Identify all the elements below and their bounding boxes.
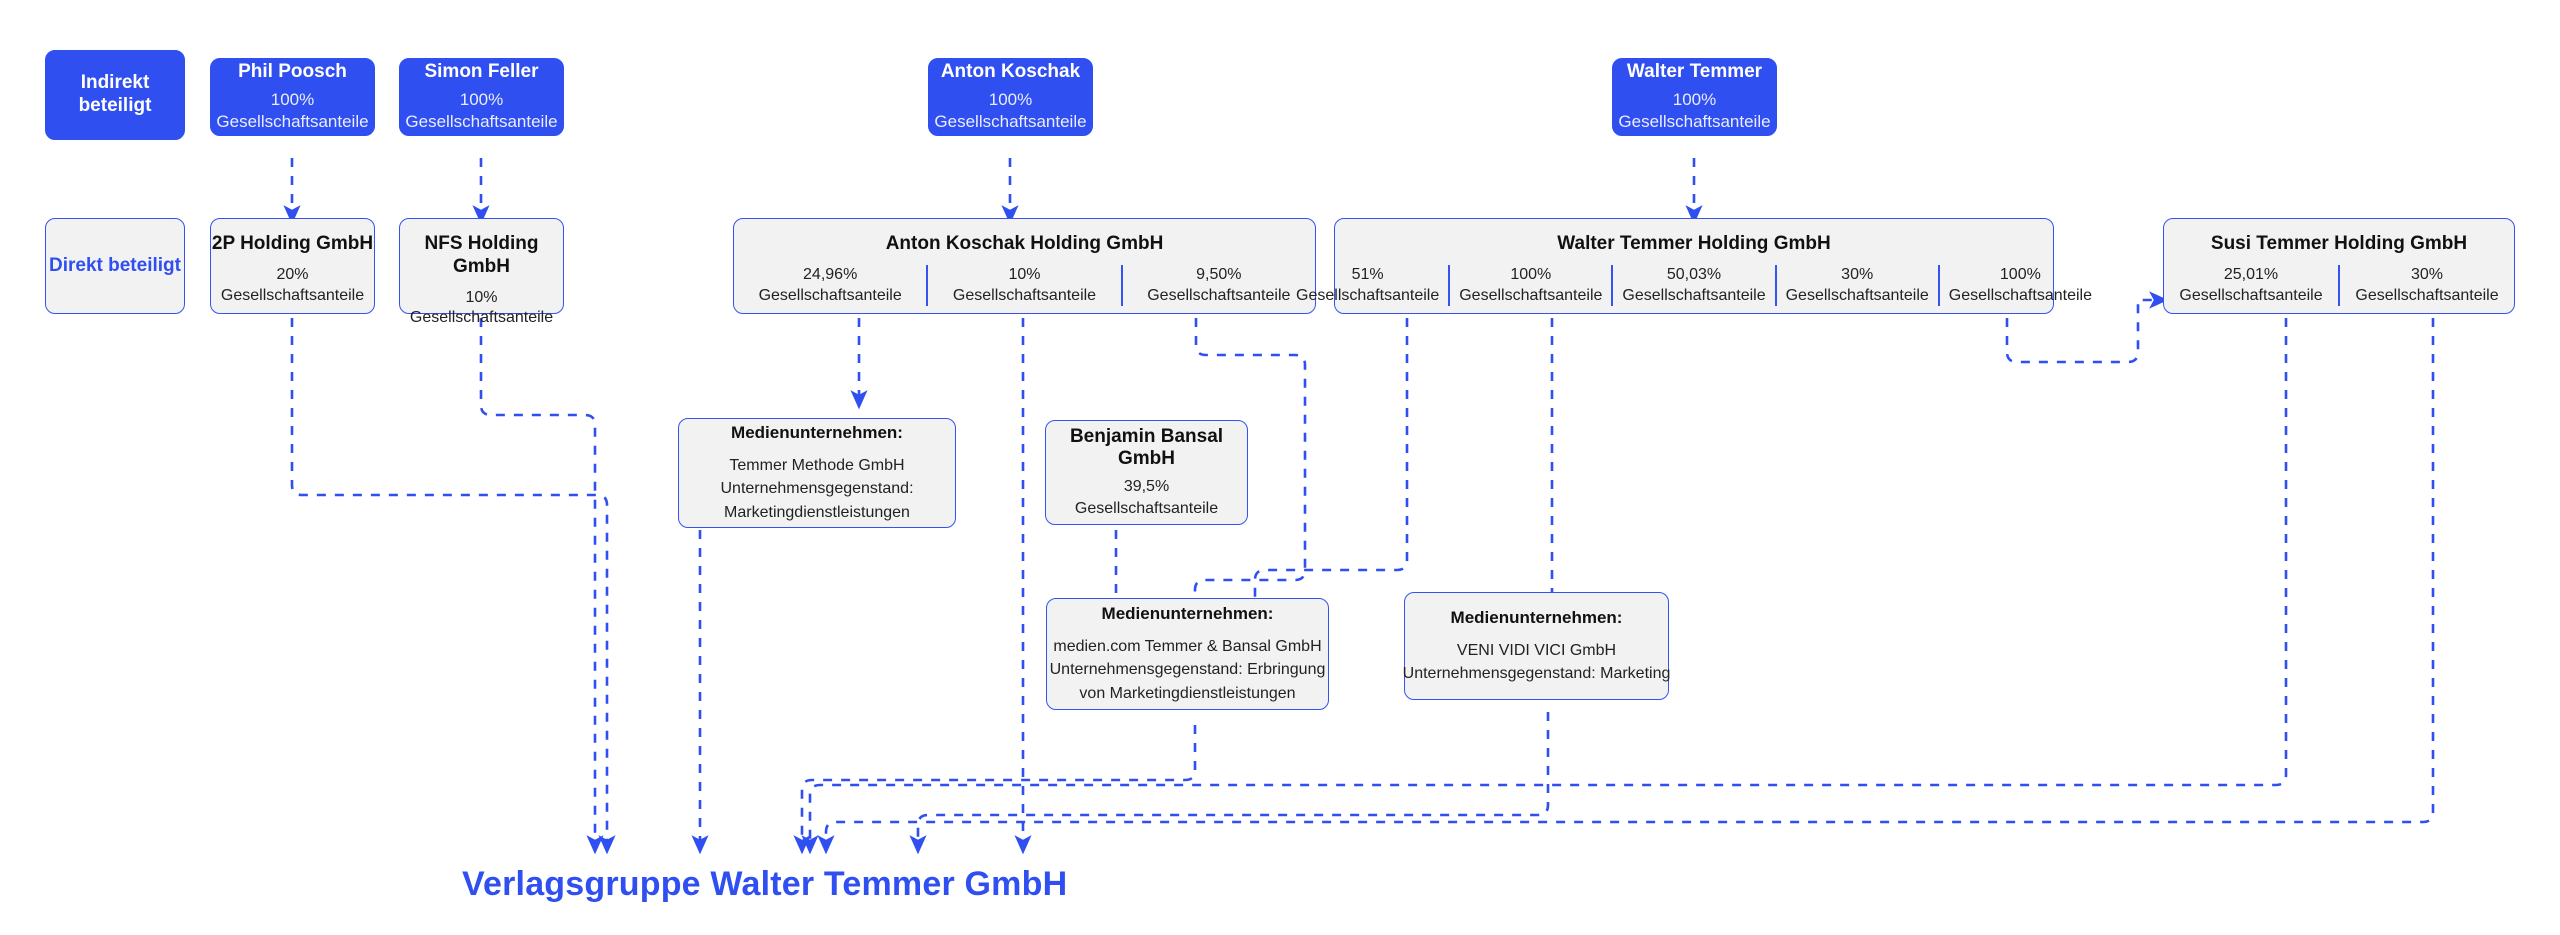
- company-name: Benjamin Bansal GmbH: [1069, 425, 1224, 470]
- person-name: Phil Poosch: [238, 60, 347, 82]
- person-box-anton-koschak[interactable]: Anton Koschak 100% Gesellschaftsanteile: [928, 58, 1093, 136]
- segment-percent: 20%: [276, 265, 309, 283]
- holding-box-susi-temmer-holding[interactable]: Susi Temmer Holding GmbH 25,01% Gesellsc…: [2163, 218, 2515, 314]
- holding-name: Walter Temmer Holding GmbH: [1557, 233, 1831, 254]
- segment-percent: 9,50%: [1196, 265, 1242, 283]
- person-share-label: Gesellschaftsanteile: [216, 112, 369, 132]
- segment-percent: 30%: [1841, 265, 1874, 283]
- segment-label: Gesellschaftsanteile: [2179, 286, 2323, 304]
- segment-label: Gesellschaftsanteile: [952, 286, 1097, 304]
- media-line: Marketingdienstleistungen: [724, 503, 910, 521]
- media-line: Unternehmensgegenstand:: [720, 480, 914, 498]
- holding-segment: 50,03% Gesellschaftsanteile: [1611, 264, 1774, 307]
- media-line: medien.com Temmer & Bansal GmbH: [1053, 638, 1322, 656]
- legend-direct-label: Direkt beteiligt: [49, 255, 181, 277]
- person-box-walter-temmer[interactable]: Walter Temmer 100% Gesellschaftsanteile: [1612, 58, 1777, 136]
- person-name: Walter Temmer: [1626, 60, 1763, 82]
- segment-label: Gesellschaftsanteile: [2355, 286, 2499, 304]
- person-percent: 100%: [1672, 90, 1717, 110]
- wire-wth1-to-medien: [1246, 318, 1409, 640]
- holding-segment: 9,50% Gesellschaftsanteile: [1120, 264, 1315, 307]
- holding-name: 2P Holding GmbH: [211, 233, 374, 254]
- segment-label: Gesellschaftsanteile: [409, 309, 554, 327]
- holding-segments: 20% Gesellschaftsanteile: [211, 265, 374, 307]
- holding-segment: 25,01% Gesellschaftsanteile: [2164, 265, 2338, 307]
- wire-veni-to-title: [909, 712, 1550, 855]
- holding-box-2p-holding[interactable]: 2P Holding GmbH 20% Gesellschaftsanteile: [210, 218, 375, 314]
- segment-label: Gesellschaftsanteile: [1147, 286, 1291, 304]
- holding-segments: 51% Gesellschaftsanteile 100% Gesellscha…: [1296, 264, 2092, 307]
- media-line: Unternehmensgegenstand: Marketing: [1402, 665, 1671, 683]
- holding-segment: 30% Gesellschaftsanteile: [2338, 264, 2514, 307]
- legend-indirect-label: Indirekt beteiligt: [78, 72, 152, 116]
- segment-label: Gesellschaftsanteile: [1296, 286, 1440, 304]
- media-line: VENI VIDI VICI GmbH: [1456, 641, 1617, 659]
- holding-segments: 10% Gesellschaftsanteile: [400, 288, 563, 330]
- holding-segment: 30% Gesellschaftsanteile: [1774, 264, 1938, 307]
- segment-percent: 25,01%: [2223, 265, 2279, 283]
- wire-susi2-to-title: [817, 318, 2435, 855]
- media-line: von Marketingdienstleistungen: [1079, 684, 1296, 702]
- holding-segment: 24,96% Gesellschaftsanteile: [734, 265, 926, 307]
- person-share-label: Gesellschaftsanteile: [934, 112, 1087, 132]
- segment-percent: 51%: [1351, 265, 1384, 283]
- legend-direkt-beteiligt: Direkt beteiligt: [45, 218, 185, 314]
- segment-percent: 24,96%: [803, 265, 858, 283]
- holding-box-nfs-holding[interactable]: NFS Holding GmbH 10% Gesellschaftsanteil…: [399, 218, 564, 326]
- segment-label: Gesellschaftsanteile: [1459, 286, 1603, 304]
- person-name: Anton Koschak: [940, 60, 1081, 82]
- wire-susi1-to-title: [801, 318, 2288, 855]
- person-percent: 100%: [270, 90, 315, 110]
- wire-wth5-to-susi: [2005, 291, 2169, 364]
- company-percent: 39,5%: [1123, 478, 1170, 496]
- person-share-label: Gesellschaftsanteile: [405, 112, 558, 132]
- segment-percent: 100%: [1999, 265, 2041, 283]
- holding-segment: 100% Gesellschaftsanteile: [1937, 264, 2101, 307]
- segment-label: Gesellschaftsanteile: [1785, 286, 1929, 304]
- media-heading: Medienunternehmen:: [731, 423, 903, 443]
- segment-label: Gesellschaftsanteile: [758, 286, 902, 304]
- media-heading: Medienunternehmen:: [1101, 604, 1274, 624]
- holding-box-walter-temmer-holding[interactable]: Walter Temmer Holding GmbH 51% Gesellsch…: [1296, 218, 2092, 314]
- person-box-simon-feller[interactable]: Simon Feller 100% Gesellschaftsanteile: [399, 58, 564, 136]
- company-box-benjamin-bansal[interactable]: Benjamin Bansal GmbH 39,5% Gesellschafts…: [1045, 420, 1248, 525]
- wire-akh3-to-medien: [1186, 318, 1307, 640]
- wire-nfs-to-title: [479, 318, 604, 855]
- person-box-phil-poosch[interactable]: Phil Poosch 100% Gesellschaftsanteile: [210, 58, 375, 136]
- media-heading: Medienunternehmen:: [1450, 607, 1623, 627]
- person-share-label: Gesellschaftsanteile: [1618, 112, 1771, 132]
- legend-indirect-beteiligt: Indirekt beteiligt: [45, 50, 185, 140]
- segment-percent: 30%: [2410, 265, 2444, 283]
- person-percent: 100%: [459, 90, 504, 110]
- segment-label: Gesellschaftsanteile: [1622, 286, 1766, 304]
- holding-segments: 25,01% Gesellschaftsanteile 30% Gesellsc…: [2164, 264, 2514, 307]
- media-box-veni-vidi-vici[interactable]: Medienunternehmen: VENI VIDI VICI GmbH U…: [1402, 592, 1671, 700]
- holding-segment: 10% Gesellschaftsanteile: [400, 288, 563, 330]
- person-percent: 100%: [988, 90, 1033, 110]
- media-line: Temmer Methode GmbH: [729, 457, 905, 475]
- segment-label: Gesellschaftsanteile: [220, 286, 365, 304]
- holding-segment: 100% Gesellschaftsanteile: [1448, 264, 1611, 307]
- media-box-temmer-methode[interactable]: Medienunternehmen: Temmer Methode GmbH U…: [678, 418, 956, 528]
- company-share-label: Gesellschaftsanteile: [1074, 499, 1219, 517]
- segment-percent: 10%: [465, 288, 498, 306]
- holding-box-anton-koschak-holding[interactable]: Anton Koschak Holding GmbH 24,96% Gesell…: [733, 218, 1316, 314]
- wire-2p-to-title: [290, 318, 616, 855]
- holding-segments: 24,96% Gesellschaftsanteile 10% Gesellsc…: [734, 264, 1315, 307]
- segment-percent: 50,03%: [1666, 265, 1722, 283]
- holding-segment: 20% Gesellschaftsanteile: [211, 265, 374, 307]
- media-line: Unternehmensgegenstand: Erbringung: [1049, 661, 1326, 679]
- segment-percent: 10%: [1008, 265, 1041, 283]
- holding-name: Anton Koschak Holding GmbH: [885, 233, 1164, 254]
- holding-name: Susi Temmer Holding GmbH: [2210, 233, 2468, 254]
- person-name: Simon Feller: [424, 60, 539, 82]
- bottom-title-verlagsgruppe: Verlagsgruppe Walter Temmer GmbH: [462, 865, 1068, 903]
- media-box-medien-com-temmer-bansal[interactable]: Medienunternehmen: medien.com Temmer & B…: [1046, 598, 1329, 710]
- segment-label: Gesellschaftsanteile: [1948, 286, 2092, 304]
- holding-segment: 10% Gesellschaftsanteile: [926, 264, 1120, 307]
- holding-name: NFS Holding GmbH: [424, 233, 539, 277]
- holding-segment: 51% Gesellschaftsanteile: [1287, 265, 1448, 307]
- segment-percent: 100%: [1510, 265, 1552, 283]
